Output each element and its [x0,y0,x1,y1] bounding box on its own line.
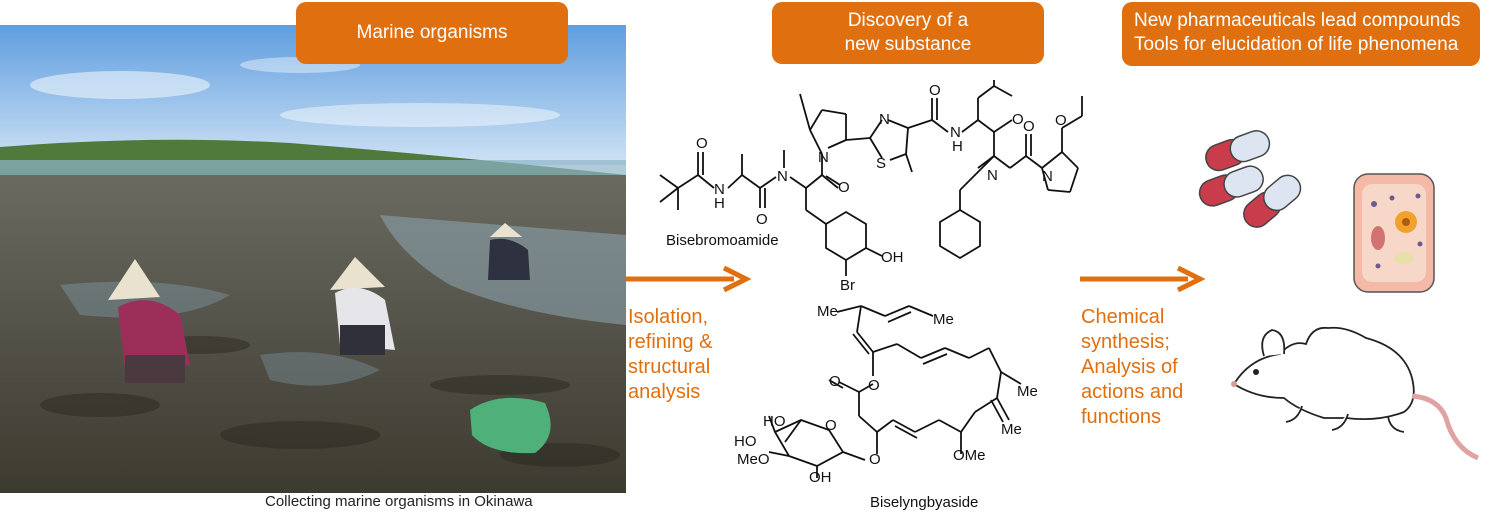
atom-oh: OH [881,249,904,266]
atom-me: Me [933,311,954,328]
atom-o: O [869,451,881,468]
atom-meo: MeO [737,451,770,468]
cell-icon [1353,173,1435,293]
atom-me: Me [1017,383,1038,400]
atom-o: O [696,135,708,152]
atom-ho: HO [734,433,757,450]
atom-ho: HO [763,413,786,430]
capsule-icon [1198,130,1302,228]
biselyngbyaside-label: Biselyngbyaside [870,494,979,511]
photo-caption: Collecting marine organisms in Okinawa [265,493,533,510]
atom-o: O [756,211,768,228]
isolation-line: Isolation, [628,306,709,328]
mouse-icon [1231,326,1480,461]
atom-br: Br [840,277,855,294]
atom-me: Me [1001,421,1022,438]
atom-me: Me [817,303,838,320]
atom-o: O [838,179,850,196]
atom-n: N [879,111,890,128]
isolation-line: structural [628,356,711,378]
atom-o: O [1012,111,1024,128]
bisebromoamide-structure: N H O O N N O OH Br N S O N H O N O N O [659,80,1083,294]
atom-n: N [1042,168,1053,185]
pharma-line-2: Tools for elucidation of life phenomena [1134,34,1459,55]
discovery-pill: Discovery of a new substance [772,2,1044,64]
isolation-step-text: Isolation, refining & structural analysi… [628,305,713,405]
biselyngbyaside-structure: Me Me O O Me Me OMe O HO HO MeO OH O [734,303,1038,486]
collecting-photo [0,25,626,493]
atom-nh: N [714,181,725,198]
atom-s: S [876,155,886,172]
discovery-line-2: new substance [844,34,972,55]
marine-organisms-pill: Marine organisms [296,2,568,64]
atom-o: O [1023,118,1035,135]
atom-h: H [952,138,963,155]
atom-n: N [818,149,829,166]
atom-o: O [829,373,841,390]
marine-organisms-label: Marine organisms [356,22,508,43]
atom-n: N [777,168,788,185]
atom-oh: OH [809,469,832,486]
collector-figure [108,259,190,383]
synthesis-line: functions [1081,406,1162,428]
arrow-right-icon [626,266,752,292]
synthesis-line: Chemical [1081,306,1165,328]
atom-o: O [868,377,880,394]
isolation-line: analysis [628,381,701,403]
isolation-line: refining & [628,331,713,353]
discovery-line-1: Discovery of a [847,10,969,31]
atom-ome: OMe [953,447,986,464]
pharma-line-1: New pharmaceuticals lead compounds [1134,10,1461,31]
synthesis-line: Analysis of [1081,356,1178,378]
atom-n: N [950,124,961,141]
synthesis-line: synthesis; [1081,331,1170,353]
bisebromoamide-label: Bisebromoamide [666,232,779,249]
atom-n: N [987,167,998,184]
synthesis-line: actions and [1081,381,1184,403]
arrow-right-icon [1080,266,1206,292]
atom-o: O [825,417,837,434]
atom-o: O [929,82,941,99]
synthesis-step-text: Chemical synthesis; Analysis of actions … [1081,305,1183,430]
pharmaceuticals-pill: New pharmaceuticals lead compounds Tools… [1122,2,1480,66]
atom-h: H [714,195,725,212]
atom-o: O [1055,112,1067,129]
